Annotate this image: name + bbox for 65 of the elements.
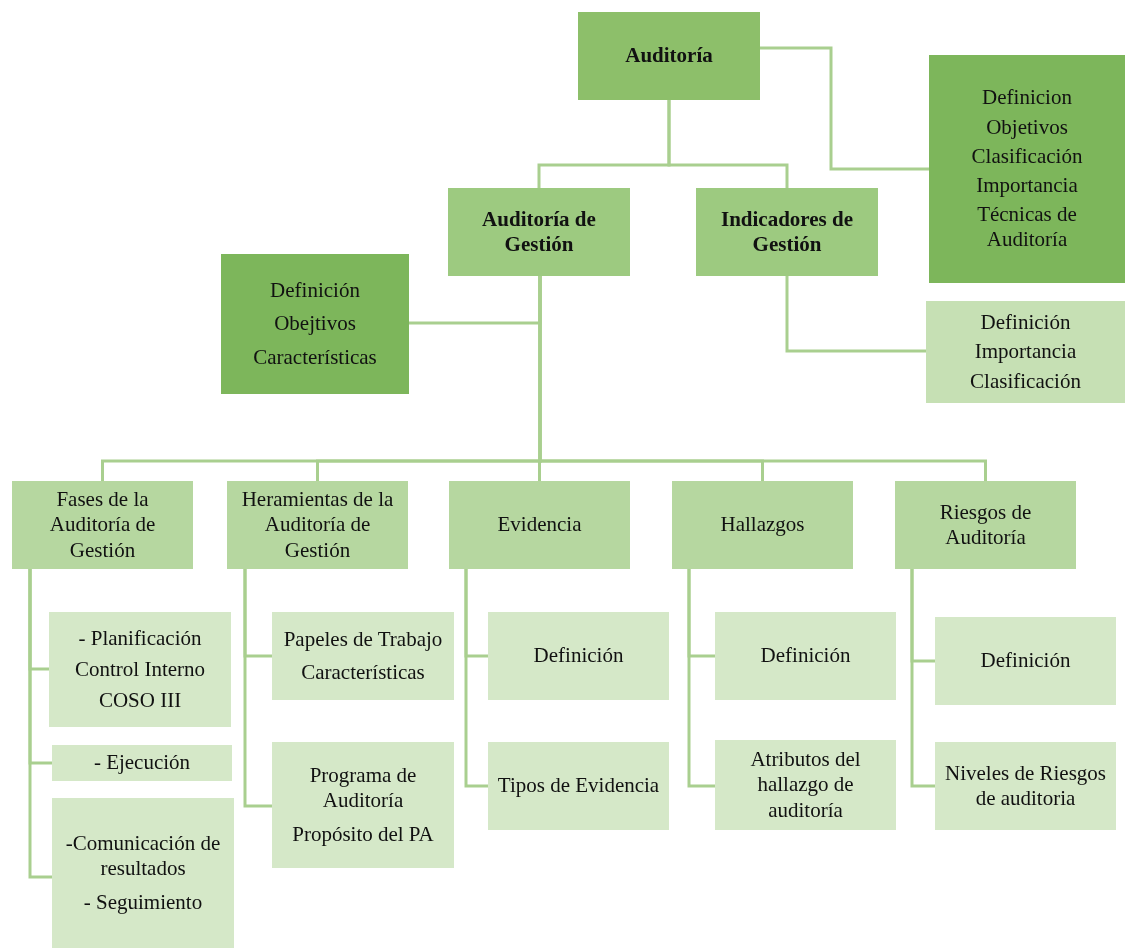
box-text: Hallazgos (720, 512, 805, 538)
box-text: Atributos del hallazgo de auditoría (749, 747, 862, 823)
box-text: Riesgos de Auditoría (938, 499, 1033, 551)
box-text: Tipos de Evidencia (497, 773, 660, 799)
box-text: Definición (980, 648, 1071, 674)
box-text: Importancia (974, 339, 1077, 365)
box-text: Obejtivos (274, 311, 356, 337)
topic-box (488, 612, 669, 700)
box-text: Indicadores de Gestión (719, 206, 855, 258)
box-text: Definición (270, 278, 360, 304)
topic-box (52, 798, 234, 948)
box-text: Definición (980, 310, 1071, 336)
box-text: Evidencia (497, 512, 582, 538)
topic-box (52, 745, 232, 781)
topic-box (696, 188, 878, 276)
box-text: Auditoría (625, 43, 713, 69)
box-text: Propósito del PA (292, 821, 434, 847)
box-text: Definición (533, 643, 624, 669)
box-text: Técnicas de Auditoría (976, 202, 1078, 253)
topic-box (926, 301, 1125, 403)
box-text: Control Interno (74, 656, 206, 683)
topic-box (12, 481, 193, 569)
topic-box (488, 742, 669, 830)
box-text: -Comunicación de resultados (64, 831, 222, 882)
connector-line (667, 100, 789, 188)
box-text: Papeles de Trabajo (283, 626, 443, 652)
topic-box (672, 481, 853, 569)
box-text: Características (301, 660, 425, 686)
box-text: - Ejecución (93, 750, 191, 776)
connector-line (243, 569, 272, 808)
box-text: - Seguimiento (83, 889, 203, 915)
topic-box (227, 481, 408, 569)
connector-line (464, 569, 488, 788)
box-text: Importancia (976, 173, 1078, 199)
box-text: Fases de la Auditoría de Gestión (48, 487, 157, 563)
topic-box (935, 742, 1116, 830)
connector-line (687, 569, 715, 788)
topic-box (272, 612, 454, 700)
box-text: Definición (760, 643, 851, 669)
topic-box (221, 254, 409, 394)
box-text: Clasificación (970, 368, 1081, 394)
topic-box (895, 481, 1076, 569)
topic-box (715, 612, 896, 700)
box-text: Programa de Auditoría (308, 763, 418, 814)
topic-box (935, 617, 1116, 705)
topic-box (449, 481, 630, 569)
connector-line (760, 46, 929, 171)
topic-box (49, 612, 231, 727)
topic-box (929, 55, 1125, 283)
topic-box (448, 188, 630, 276)
topic-box (272, 742, 454, 868)
box-text: Objetivos (986, 114, 1068, 140)
topic-box (715, 740, 896, 830)
box-text: - Planificación (78, 625, 202, 651)
box-text: Heramientas de la Auditoría de Gestión (240, 487, 395, 563)
box-text: Características (253, 344, 377, 370)
box-text: Auditoría de Gestión (481, 206, 597, 258)
box-text: Definicion (982, 85, 1072, 111)
connector-line (28, 569, 52, 879)
box-text: Clasificación (971, 143, 1083, 169)
connector-line (785, 276, 926, 353)
box-text: COSO III (98, 688, 182, 714)
connector-line (910, 569, 935, 788)
topic-box (578, 12, 760, 100)
box-text: Niveles de Riesgos de auditoria (944, 760, 1107, 812)
